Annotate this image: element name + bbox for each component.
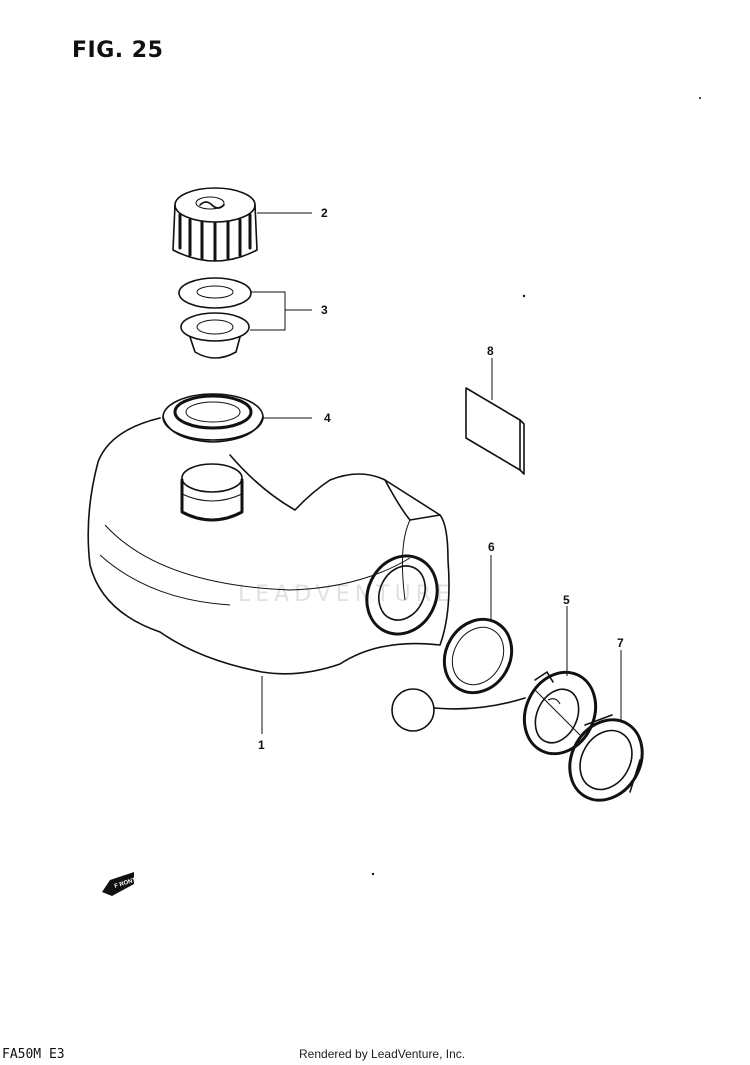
watermark-text: LEADVENTURE [238, 582, 455, 607]
callout-8: 8 [487, 344, 494, 358]
part-7-gauge-ring[interactable] [556, 707, 657, 814]
part-1-fuel-tank[interactable] [87, 417, 450, 675]
callout-5: 5 [563, 593, 570, 607]
figure-title: FIG. 25 [72, 38, 164, 63]
callout-3: 3 [321, 303, 328, 317]
scan-specks [371, 97, 701, 876]
leader-lines [250, 212, 622, 734]
part-3-cap-gaskets[interactable] [178, 277, 252, 359]
front-arrow-icon: F RONT [102, 872, 137, 896]
callout-labels: 1 2 3 4 5 6 7 8 [258, 206, 624, 752]
part-6-gauge-gasket[interactable] [431, 607, 524, 705]
callout-7: 7 [617, 636, 624, 650]
part-2-fuel-cap[interactable] [172, 187, 258, 262]
part-8-label[interactable] [465, 387, 525, 475]
model-code: FA50M E3 [2, 1047, 65, 1062]
part-5-fuel-gauge[interactable] [391, 661, 609, 766]
callout-2: 2 [321, 206, 328, 220]
callout-4: 4 [324, 411, 331, 425]
callout-6: 6 [488, 540, 495, 554]
part-4-filler-seal[interactable] [162, 393, 264, 443]
rendered-by-credit: Rendered by LeadVenture, Inc. [299, 1047, 466, 1061]
callout-1: 1 [258, 738, 265, 752]
